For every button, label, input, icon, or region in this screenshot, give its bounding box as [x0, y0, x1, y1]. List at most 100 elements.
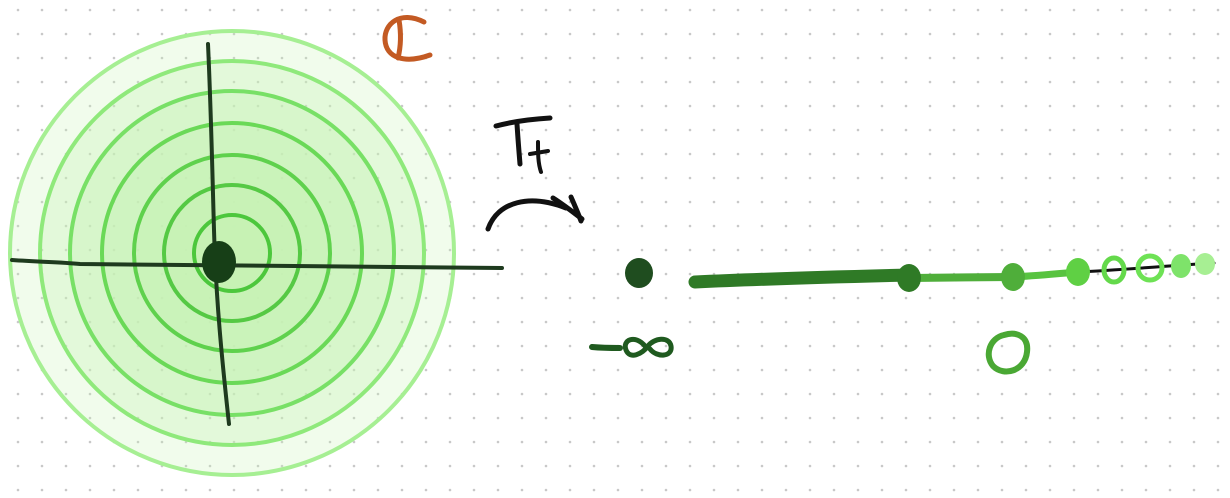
- grid-dot: [1000, 104, 1004, 108]
- grid-dot: [1192, 320, 1196, 324]
- grid-dot: [496, 368, 500, 372]
- grid-dot: [256, 56, 260, 60]
- grid-dot: [256, 368, 260, 372]
- grid-dot: [160, 440, 164, 444]
- grid-dot: [1144, 128, 1148, 132]
- grid-dot: [784, 488, 788, 492]
- grid-dot: [496, 272, 500, 276]
- grid-dot: [232, 368, 236, 372]
- grid-dot: [1192, 272, 1196, 276]
- grid-dot: [928, 440, 932, 444]
- grid-dot: [1216, 224, 1220, 228]
- grid-dot: [352, 272, 356, 276]
- grid-dot: [232, 392, 236, 396]
- grid-dot: [976, 416, 980, 420]
- grid-dot: [1168, 56, 1172, 60]
- grid-dot: [496, 488, 500, 492]
- grid-dot: [832, 104, 836, 108]
- grid-dot: [448, 104, 452, 108]
- grid-dot: [1048, 176, 1052, 180]
- grid-dot: [784, 128, 788, 132]
- grid-dot: [424, 152, 428, 156]
- grid-dot: [136, 32, 140, 36]
- origin-dot: [202, 241, 236, 283]
- grid-dot: [328, 104, 332, 108]
- grid-dot: [664, 176, 668, 180]
- grid-dot: [88, 344, 92, 348]
- grid-dot: [1096, 128, 1100, 132]
- grid-dot: [952, 80, 956, 84]
- grid-dot: [880, 152, 884, 156]
- grid-dot: [880, 32, 884, 36]
- grid-dot: [592, 392, 596, 396]
- grid-dot: [592, 80, 596, 84]
- grid-dot: [568, 464, 572, 468]
- grid-dot: [40, 200, 44, 204]
- grid-dot: [352, 392, 356, 396]
- grid-dot: [1192, 224, 1196, 228]
- grid-dot: [688, 392, 692, 396]
- grid-dot: [64, 176, 68, 180]
- grid-dot: [400, 128, 404, 132]
- grid-dot: [808, 440, 812, 444]
- grid-dot: [760, 248, 764, 252]
- grid-dot: [1024, 176, 1028, 180]
- grid-dot: [1144, 464, 1148, 468]
- grid-dot: [952, 56, 956, 60]
- grid-dot: [520, 104, 524, 108]
- grid-dot: [544, 80, 548, 84]
- grid-dot: [40, 488, 44, 492]
- grid-dot: [880, 8, 884, 12]
- grid-dot: [568, 104, 572, 108]
- grid-dot: [976, 8, 980, 12]
- grid-dot: [904, 464, 908, 468]
- grid-dot: [1000, 8, 1004, 12]
- grid-dot: [712, 368, 716, 372]
- grid-dot: [1096, 200, 1100, 204]
- grid-dot: [856, 104, 860, 108]
- grid-dot: [952, 440, 956, 444]
- grid-dot: [928, 8, 932, 12]
- grid-dot: [664, 8, 668, 12]
- grid-dot: [688, 80, 692, 84]
- grid-dot: [256, 8, 260, 12]
- grid-dot: [880, 368, 884, 372]
- grid-dot: [1096, 32, 1100, 36]
- grid-dot: [448, 464, 452, 468]
- grid-dot: [1216, 56, 1220, 60]
- grid-dot: [688, 248, 692, 252]
- grid-dot: [328, 32, 332, 36]
- grid-dot: [688, 176, 692, 180]
- grid-dot: [880, 416, 884, 420]
- grid-dot: [616, 416, 620, 420]
- grid-dot: [1216, 368, 1220, 372]
- grid-dot: [712, 320, 716, 324]
- grid-dot: [664, 248, 668, 252]
- grid-dot: [256, 392, 260, 396]
- grid-dot: [16, 464, 20, 468]
- grid-dot: [424, 296, 428, 300]
- grid-dot: [1144, 104, 1148, 108]
- grid-dot: [928, 56, 932, 60]
- grid-dot: [232, 464, 236, 468]
- grid-dot: [568, 272, 572, 276]
- grid-dot: [64, 440, 68, 444]
- grid-dot: [160, 128, 164, 132]
- grid-dot: [688, 440, 692, 444]
- grid-dot: [736, 80, 740, 84]
- grid-dot: [712, 296, 716, 300]
- grid-dot: [616, 248, 620, 252]
- grid-dot: [88, 200, 92, 204]
- grid-dot: [1120, 176, 1124, 180]
- grid-dot: [1192, 296, 1196, 300]
- grid-dot: [832, 440, 836, 444]
- grid-dot: [184, 416, 188, 420]
- grid-dot: [544, 8, 548, 12]
- grid-dot: [1000, 488, 1004, 492]
- grid-dot: [904, 32, 908, 36]
- grid-dot: [376, 272, 380, 276]
- grid-dot: [424, 344, 428, 348]
- grid-dot: [928, 176, 932, 180]
- grid-dot: [976, 320, 980, 324]
- grid-dot: [904, 488, 908, 492]
